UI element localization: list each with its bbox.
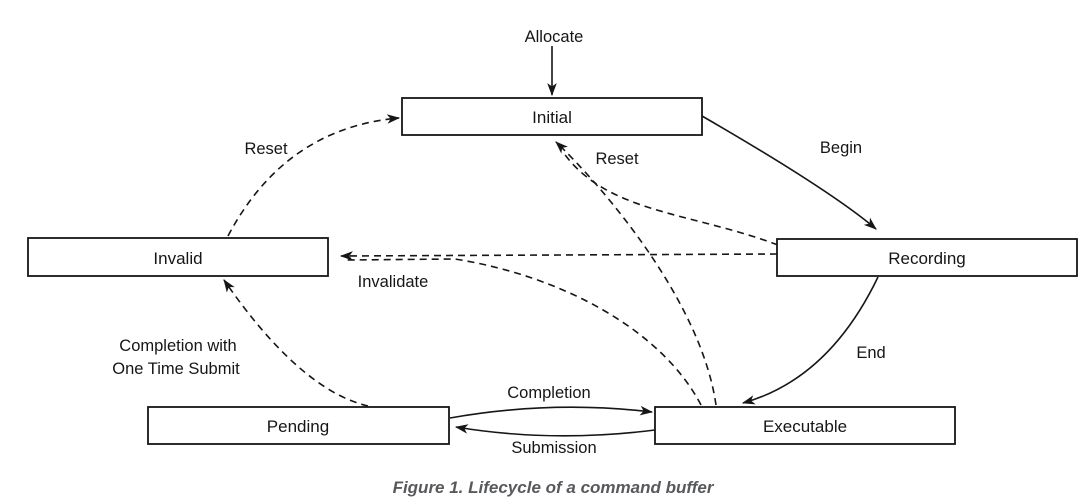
state-pending-box — [147, 406, 450, 445]
label-reset-right: Reset — [595, 150, 639, 168]
label-one-time-line2: One Time Submit — [112, 360, 240, 378]
edge-completion-one-time-pending-to-invalid — [223, 279, 369, 407]
state-executable-label: Executable — [763, 417, 847, 436]
state-pending: Pending — [147, 406, 450, 445]
edge-end — [741, 276, 879, 405]
state-recording-box — [776, 238, 1078, 277]
edge-reset-invalid-to-initial — [227, 114, 401, 237]
label-one-time-line1: Completion with — [119, 337, 236, 355]
edge-invalidate-recording-to-invalid — [339, 251, 778, 261]
state-invalid-box — [27, 237, 329, 277]
label-submission: Submission — [511, 439, 596, 457]
edge-invalidate-executable-to-invalid — [345, 258, 702, 406]
label-begin: Begin — [820, 139, 862, 157]
edge-reset-executable-to-initial — [555, 141, 717, 406]
state-executable-box — [654, 406, 956, 445]
label-reset-left: Reset — [244, 140, 288, 158]
state-invalid-label: Invalid — [153, 249, 202, 268]
label-invalidate: Invalidate — [358, 273, 429, 291]
state-initial: Initial — [401, 97, 703, 136]
state-pending-label: Pending — [267, 417, 329, 436]
edge-submission — [454, 424, 656, 437]
state-initial-label: Initial — [532, 108, 572, 127]
label-end: End — [856, 344, 885, 362]
edge-begin — [701, 115, 877, 230]
state-initial-box — [401, 97, 703, 136]
label-completion: Completion — [507, 384, 590, 402]
edge-completion — [449, 405, 654, 419]
state-executable: Executable — [654, 406, 956, 445]
state-recording-label: Recording — [888, 249, 966, 268]
state-invalid: Invalid — [27, 237, 329, 277]
state-recording: Recording — [776, 238, 1078, 277]
figure-caption: Figure 1. Lifecycle of a command buffer — [393, 478, 715, 497]
label-allocate: Allocate — [525, 28, 584, 46]
